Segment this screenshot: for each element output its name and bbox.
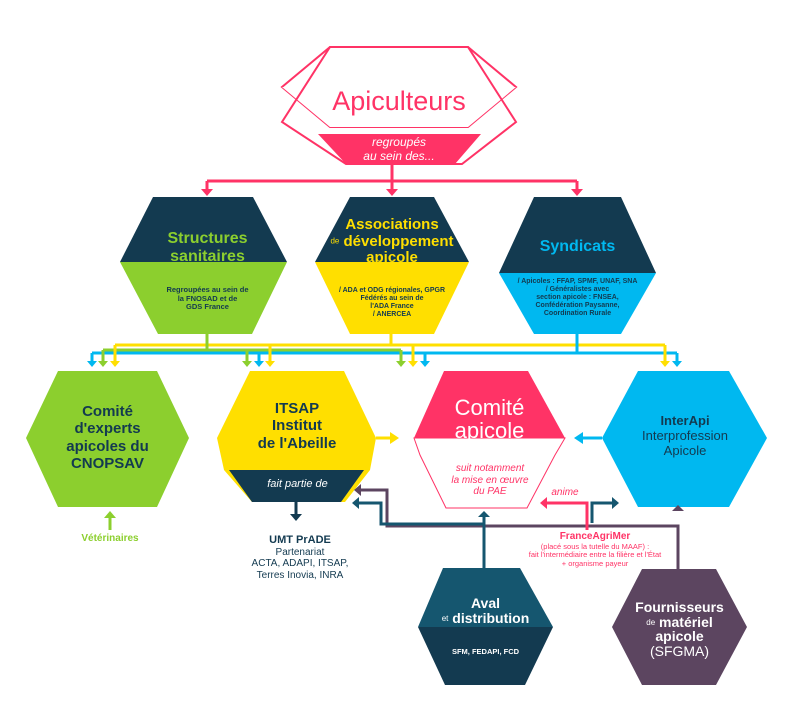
interapi-line1: InterApi [660,413,710,428]
syndicats-node [499,197,656,334]
comite-title: Comité apicole [414,396,565,442]
fournisseurs-title: Fournisseurs de matériel apicole (SFGMA) [612,600,747,659]
umt-line1: Partenariat [275,546,325,558]
itsap-line2: Institut [272,417,322,435]
bottom-arrowheads [352,484,684,517]
syndicats-desc: / Apicoles : FFAP, SPMF, UNAF, SNA / Gén… [500,278,655,318]
aval-line2: et distribution [418,609,553,626]
associations-desc-line3: l'ADA France [370,303,414,311]
apiculteurs-subtitle: regroupés au sein des... [318,135,480,164]
cnopsav-node [26,371,189,507]
associations-title: Associations de développement apicole [310,216,474,267]
fournisseurs-node [612,569,747,685]
umt-line3: Terres Inovia, INRA [256,569,344,581]
itsap-to-umt-arrow [290,502,302,521]
fournisseurs-line4: (SFGMA) [649,643,710,660]
syndicats-desc-line3: section apicole : FNSEA, [536,294,619,302]
fournisseurs-prefix: de [646,617,656,627]
cnopsav-title: Comité d'experts apicoles du CNOPSAV [40,403,175,472]
itsap-to-comite-arrow [376,432,399,444]
anime-label: anime [551,487,579,498]
cnopsav-line4: CNOPSAV [70,454,145,472]
associations-desc-line2: Fédérés au sein de [360,295,424,303]
row2-connectors [90,334,679,362]
franceagrimer-line2: fait l'intermédiaire entre la filière et… [528,550,662,560]
structures-title: Structures sanitaires [130,230,285,267]
syndicats-title: Syndicats [539,238,616,255]
cnopsav-line1: Comité [82,403,133,420]
apiculteurs-node [280,46,518,165]
syndicats-desc-line1: / Apicoles : FFAP, SPMF, UNAF, SNA [517,278,638,285]
row2-arrowheads [87,361,682,367]
fournisseurs-line1: Fournisseurs [635,599,724,615]
structures-desc: Regroupées au sein de la FNOSAD et de GD… [135,285,280,312]
associations-title-main: développement [343,232,454,250]
itsap-node [217,371,376,502]
franceagrimer-title: FranceAgriMer [559,531,631,542]
syndicats-desc-line2: / Généralistes avec [545,286,610,294]
umt-title: UMT PrADE [269,534,331,546]
structures-desc-line2: la FNOSAD et de [177,293,238,303]
apiculteurs-subtitle-line1: regroupés [371,135,427,149]
associations-title-line3: apicole [366,249,418,266]
fournisseurs-line2: de matériel [612,613,747,630]
umt-block: UMT PrADE Partenariat ACTA, ADAPI, ITSAP… [240,534,360,581]
itsap-sub: fait partie de [267,478,328,490]
cnopsav-line3: apicoles du [66,437,149,455]
comite-line1: Comité [454,395,525,420]
syndicats-desc-line4: Confédération Paysanne, [535,302,620,310]
structures-desc-line1: Regroupées au sein de [166,285,249,294]
interapi-line3: Apicole [663,442,707,458]
veterinaires-arrow [104,511,116,530]
franceagrimer-block: FranceAgriMer (placé sous la tutelle du … [495,531,695,568]
interapi-node [602,371,767,507]
itsap-line1: ITSAP [274,400,320,417]
comite-line2: apicole [454,418,525,444]
aval-node [418,568,553,685]
fournisseurs-main: matériel [659,613,713,630]
apiculteurs-connectors [205,164,579,190]
structures-node [120,197,287,334]
comite-sub-line2: la mise en œuvre [451,474,529,486]
associations-title-prefix: de [330,236,340,246]
aval-line1: Aval [470,595,501,611]
associations-desc-line4: / ANERCEA [372,311,412,319]
aval-prefix: et [441,613,449,623]
fournisseurs-line3: apicole [655,628,704,645]
veterinaires-label: Vétérinaires [81,533,139,544]
associations-desc: / ADA et ODG régionales, GPGR Fédérés au… [318,287,466,319]
associations-title-line2: de développement [310,232,474,251]
itsap-title: ITSAP Institut de l'Abeille [222,400,372,452]
apiculteurs-title: Apiculteurs [332,86,466,116]
structures-title-line1: Structures [167,230,248,247]
structures-title-line2: sanitaires [170,248,245,266]
interapi-line2: Interprofession [642,427,728,443]
interapi-to-comite-arrow [574,432,602,444]
comite-sub: suit notamment la mise en œuvre du PAE [420,463,560,498]
comite-sub-line3: du PAE [473,486,507,497]
comite-sub-line1: suit notamment [455,463,525,474]
franceagrimer-line3: + organisme payeur [561,558,629,568]
structures-desc-line3: GDS France [186,302,229,312]
associations-desc-line1: / ADA et ODG régionales, GPGR [338,287,446,294]
associations-node [315,197,469,334]
aval-desc: SFM, FEDAPI, FCD [451,647,520,656]
apiculteurs-arrowheads [201,189,583,196]
aval-title: Aval et distribution [418,596,553,625]
aval-main: distribution [452,609,530,626]
interapi-title: InterApi Interprofession Apicole [610,413,760,459]
franceagrimer-line1: (placé sous la tutelle du MAAF) : [540,541,650,551]
cnopsav-line2: d'experts [74,420,141,438]
syndicats-desc-line5: Coordination Rurale [543,310,612,318]
associations-title-line1: Associations [345,216,439,233]
bottom-connectors [358,488,680,600]
umt-line2: ACTA, ADAPI, ITSAP, [251,558,349,570]
apiculteurs-subtitle-line2: au sein des... [363,148,435,163]
itsap-line3: de l'Abeille [257,434,337,452]
comite-node [413,371,566,509]
